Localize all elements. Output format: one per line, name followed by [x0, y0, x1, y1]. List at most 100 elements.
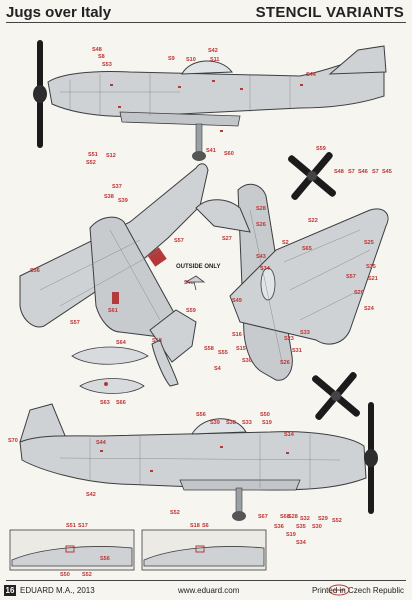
panel-lines-top [60, 72, 291, 116]
red-panel [112, 292, 119, 304]
stencil-label: S21 [368, 276, 378, 282]
stencil-label: S26 [256, 222, 266, 228]
stencil-label: S53 [102, 62, 112, 68]
panel-lines-top-view [249, 209, 371, 363]
stencil-label: S66 [116, 400, 126, 406]
eduard-logo-icon [328, 584, 350, 596]
stencil-label: S30 [312, 524, 322, 530]
stencil-label: S23 [284, 336, 294, 342]
stencil-label: S2 [282, 240, 289, 246]
bottom-detail-right: S18 S6 S28 S35 S30 S19 S34 S32 S36 S29 S… [141, 514, 342, 571]
stencil-label: S4 [214, 366, 222, 372]
stencil-label: S56 [196, 412, 206, 418]
stencil-label: S16 [232, 332, 242, 338]
tail-fin-top [328, 45, 387, 75]
stencil-box [65, 545, 75, 553]
panel-lines-underside [39, 229, 161, 321]
propeller-right: S59 S48 S7 S46 S7 S45 [287, 146, 392, 201]
stencil-marks-bottom [100, 446, 289, 472]
red-panel [147, 247, 167, 267]
stencil-label: S18 [190, 523, 200, 529]
stencil-label: S15 [236, 346, 246, 352]
stencil-label: S68 [280, 514, 290, 520]
stencil-label: S42 [86, 492, 96, 498]
stencil-label: S35 [366, 264, 376, 270]
side-view-top: S48 S8 S53 S42 S9 S10 S11 S44 S51 S12 S5… [33, 40, 387, 166]
stencil-label: S26 [280, 360, 290, 366]
stencil-label: S46 [358, 169, 368, 175]
stencil-label: S10 [186, 57, 196, 63]
page-footer: 16 EDUARD M.A., 2013 www.eduard.com Prin… [0, 576, 412, 600]
stencil-label: S28 [288, 514, 298, 520]
side-view-bottom: S70 S44 S56 S39 S38 S33 S19 S50 S14 S42 … [8, 371, 378, 521]
detail-fuselage [143, 546, 265, 567]
stencil-label: S51 [66, 523, 76, 529]
stencil-label: S65 [302, 246, 312, 252]
stencil-label: S24 [364, 306, 375, 312]
stencil-dot [104, 382, 108, 386]
stencil-label: S29 [318, 516, 328, 522]
stencil-label: S7 [372, 169, 379, 175]
stencil-label: S14 [284, 432, 295, 438]
page-number: 16 [4, 585, 16, 596]
stencil-label: S41 [206, 148, 216, 154]
fuselage-bottom [19, 431, 367, 491]
stencil-label: S12 [106, 153, 116, 159]
landing-gear-bottom [235, 487, 243, 515]
bottom-detail-left: S51 S17 S50 S52 S56 [9, 523, 135, 578]
stencil-label: S8 [98, 54, 105, 60]
stencil-label: S35 [296, 524, 306, 530]
stencil-label: S6 [202, 523, 209, 529]
stencil-label: S38 [104, 194, 114, 200]
propeller-4-blade-icon [287, 151, 337, 201]
stencil-label: S61 [108, 308, 118, 314]
rudder-underside [151, 339, 179, 387]
stencil-label: S59 [316, 146, 326, 152]
printed-notice: Printed in Czech Republic [311, 586, 404, 595]
stencil-label: S60 [224, 151, 234, 157]
stencil-label: S52 [86, 160, 96, 166]
stencil-label: S58 [204, 346, 214, 352]
propeller-bottom-icon [364, 402, 378, 514]
aircraft-icon [184, 275, 206, 291]
propeller-4-blade-icon [311, 371, 361, 421]
landing-gear-top [195, 123, 203, 153]
stencil-label: S59 [186, 308, 196, 314]
stencil-label: S64 [116, 340, 127, 346]
stencil-label: S30 [242, 358, 252, 364]
stencil-label: S7 [348, 169, 355, 175]
stencil-label: S49 [232, 298, 242, 304]
panel-lines-bottom [59, 434, 341, 488]
header-divider [6, 22, 406, 23]
stencil-label: S51 [88, 152, 98, 158]
stencil-label: S19 [286, 532, 296, 538]
stencil-label: S48 [92, 47, 102, 53]
footer-divider [6, 580, 406, 581]
stencil-label: S33 [242, 420, 252, 426]
outside-only-caption: OUTSIDE ONLY [176, 264, 220, 270]
copyright-text: EDUARD M.A., 2013 [20, 586, 95, 595]
stencil-label: S52 [332, 518, 342, 524]
wheel-top [192, 151, 206, 161]
page-header: Jugs over Italy STENCIL VARIANTS [0, 0, 412, 24]
stencil-label: S55 [218, 350, 228, 356]
stencil-label: S62 [152, 258, 162, 264]
propeller-top-icon [33, 40, 47, 148]
stencil-box [195, 545, 205, 553]
detail-panels-small: S64 S63 S66 [71, 340, 149, 406]
stencil-label: S19 [262, 420, 272, 426]
stencil-label: S63 [100, 400, 110, 406]
canopy-top-view [260, 267, 276, 301]
stencil-label: S34 [260, 266, 271, 272]
detail-fuselage [11, 546, 133, 567]
website-link[interactable]: www.eduard.com [178, 586, 240, 595]
series-title: Jugs over Italy [6, 4, 112, 21]
canopy-bottom [191, 418, 247, 435]
stencil-label: S36 [30, 268, 40, 274]
stencil-label: S25 [364, 240, 374, 246]
stencil-label: S11 [210, 57, 219, 63]
stencil-label: S44 [96, 440, 107, 446]
stencil-label: S36 [274, 524, 284, 530]
stencil-label: S33 [300, 330, 310, 336]
